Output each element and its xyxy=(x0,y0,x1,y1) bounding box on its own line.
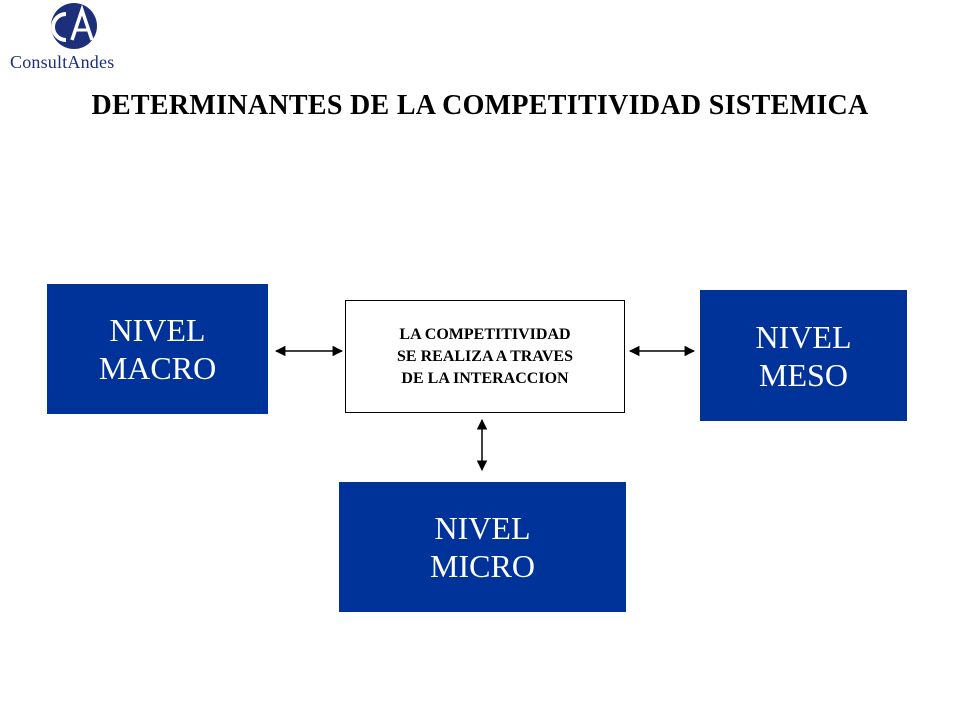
nivel-macro-line-2: MACRO xyxy=(98,350,217,386)
interaction-line-2: SE REALIZA A TRAVES xyxy=(397,347,573,365)
interaction-box: LA COMPETITIVIDAD SE REALIZA A TRAVES DE… xyxy=(345,300,625,413)
consultandes-logo: ConsultAndes xyxy=(8,2,138,74)
nivel-micro-line-1: NIVEL xyxy=(434,510,531,546)
nivel-meso-line-2: MESO xyxy=(759,356,848,393)
page-title: DETERMINANTES DE LA COMPETITIVIDAD SISTE… xyxy=(91,90,869,121)
consultandes-logo-icon xyxy=(51,3,97,49)
interaction-line-1: LA COMPETITIVIDAD xyxy=(399,325,571,343)
nivel-macro-box: NIVEL MACRO xyxy=(47,284,268,414)
interaction-line-3: DE LA INTERACCION xyxy=(401,369,569,387)
nivel-meso-line-1: NIVEL xyxy=(755,318,852,355)
nivel-meso-box: NIVEL MESO xyxy=(700,290,907,421)
nivel-micro-box: NIVEL MICRO xyxy=(339,482,626,612)
nivel-micro-line-2: MICRO xyxy=(430,548,535,584)
nivel-macro-line-1: NIVEL xyxy=(109,312,206,348)
logo-text: ConsultAndes xyxy=(10,52,115,72)
